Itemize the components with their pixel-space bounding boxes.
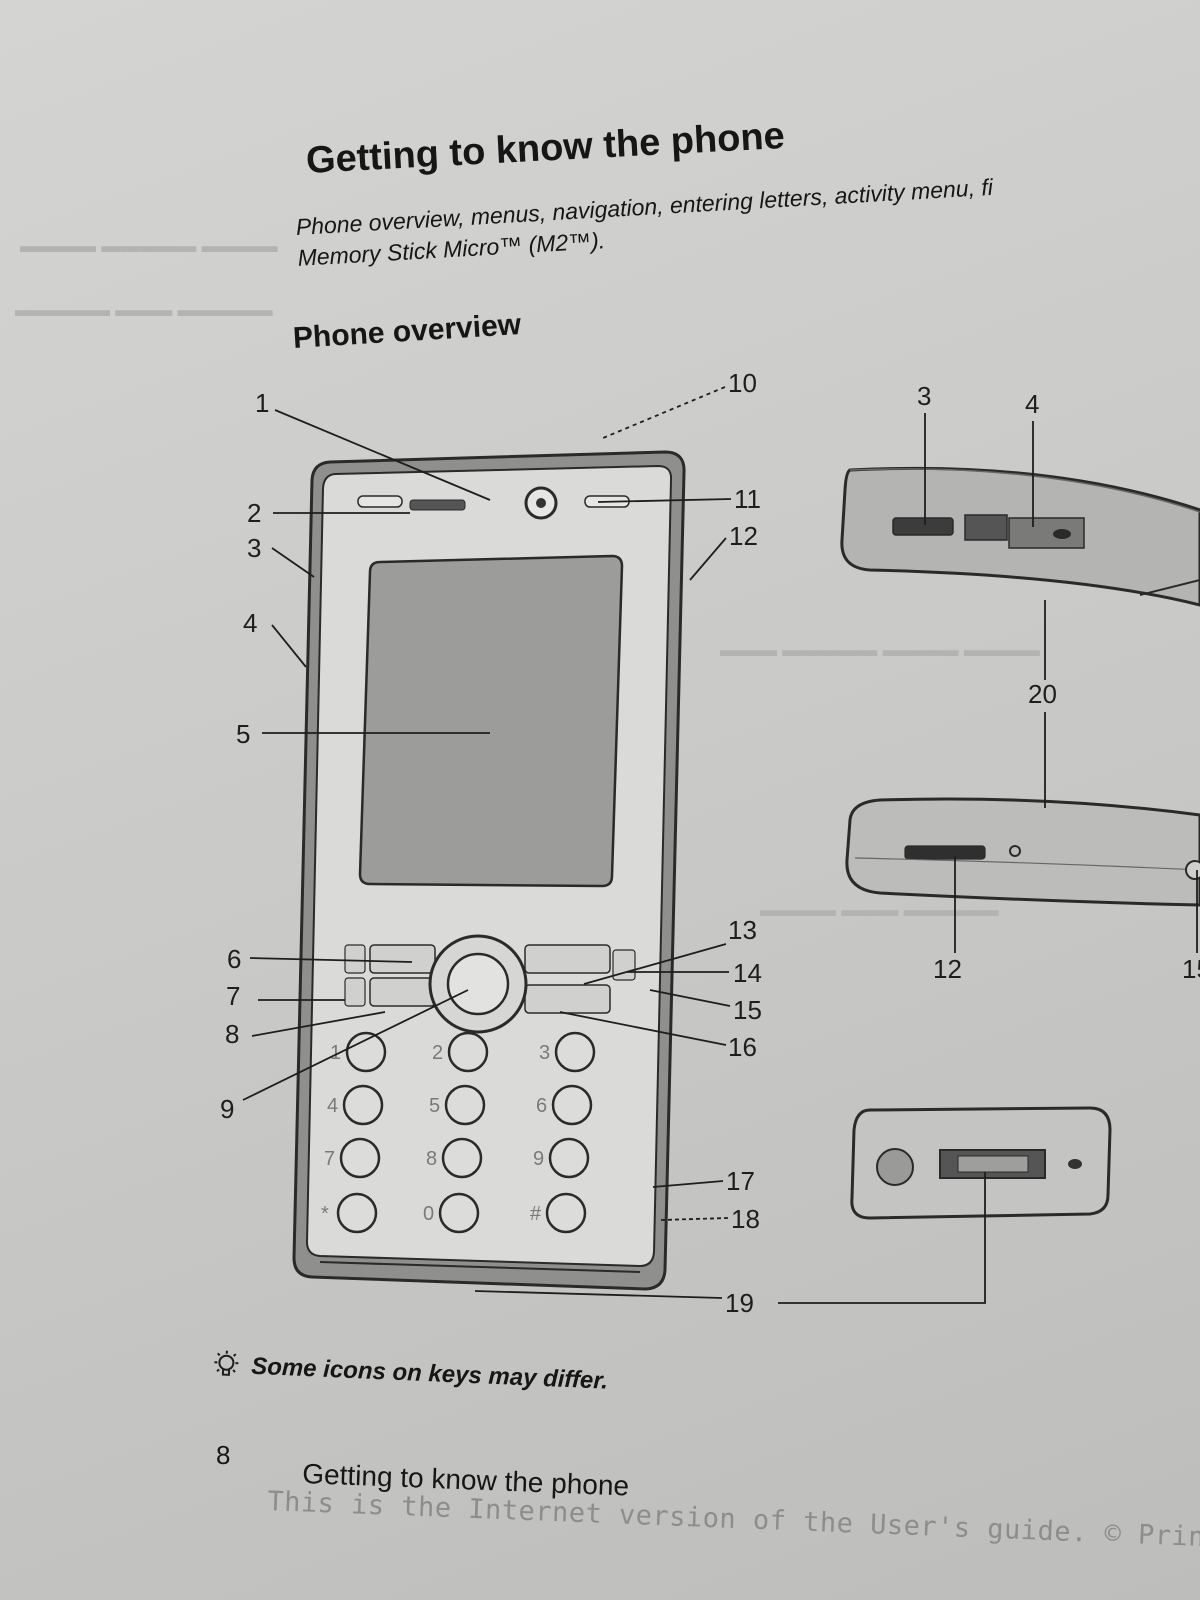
keypad-key [345,1031,387,1073]
callout-4-side: 4 [1025,389,1039,419]
callout-10: 10 [728,368,757,398]
callout-5: 5 [236,719,250,749]
callout-leader-lines [242,386,1198,1304]
callout-labels: 1 2 3 4 5 6 7 8 9 10 11 12 13 14 15 16 1… [220,368,1200,1318]
keypad-key-label: 6 [536,1095,547,1117]
callout-2: 2 [247,498,261,528]
callout-12-side: 12 [933,954,962,984]
keypad-key-label: 7 [324,1148,335,1170]
keypad-key [438,1192,480,1234]
callout-3-side: 3 [917,381,931,411]
keypad: 1 2 3 4 5 6 7 8 9 * 0 # [321,1031,596,1234]
callout-14: 14 [733,958,762,988]
keypad-key [447,1031,489,1073]
callout-11: 11 [734,484,761,514]
keypad-key-label: 2 [432,1042,443,1064]
phone-bottom-view [850,1106,1112,1220]
callout-13: 13 [728,915,757,945]
keypad-key [441,1137,483,1179]
keypad-key [444,1084,486,1126]
keypad-key-label: 3 [539,1042,550,1064]
lightbulb-icon [214,1350,239,1376]
keypad-key [548,1137,590,1179]
callout-15-side: 15 [1182,954,1200,984]
keypad-key [342,1084,384,1126]
keypad-key-label: 9 [533,1148,544,1170]
callout-17: 17 [726,1166,755,1196]
callout-12: 12 [729,521,758,551]
keypad-key-label: 5 [429,1095,440,1117]
keypad-key [551,1084,593,1126]
keypad-key-label: # [530,1203,542,1225]
keypad-key [554,1031,596,1073]
callout-6: 6 [227,944,241,974]
callout-3: 3 [247,533,261,563]
keypad-key [339,1137,381,1179]
keypad-key [545,1192,587,1234]
callout-15: 15 [733,995,762,1025]
keypad-key-label: 8 [426,1148,437,1170]
callout-20: 20 [1028,679,1057,709]
keypad-key-label: 4 [327,1095,338,1117]
callout-8: 8 [225,1019,239,1049]
tip-note: Some icons on keys may differ. [209,1348,609,1399]
callout-16: 16 [728,1032,757,1062]
keypad-key-label: 0 [423,1203,434,1225]
page-number: 8 [216,1440,231,1470]
keypad-key-label: * [321,1203,329,1225]
callout-1: 1 [255,388,269,418]
phone-side-view-top [840,466,1200,607]
callout-19: 19 [725,1288,754,1318]
keypad-key [336,1192,378,1234]
phone-side-view-bottom-edge [845,797,1200,907]
callout-7: 7 [226,981,240,1011]
keypad-key-label: 1 [330,1042,341,1064]
callout-4: 4 [243,608,257,638]
callout-18: 18 [731,1204,760,1234]
callout-9: 9 [220,1094,234,1124]
